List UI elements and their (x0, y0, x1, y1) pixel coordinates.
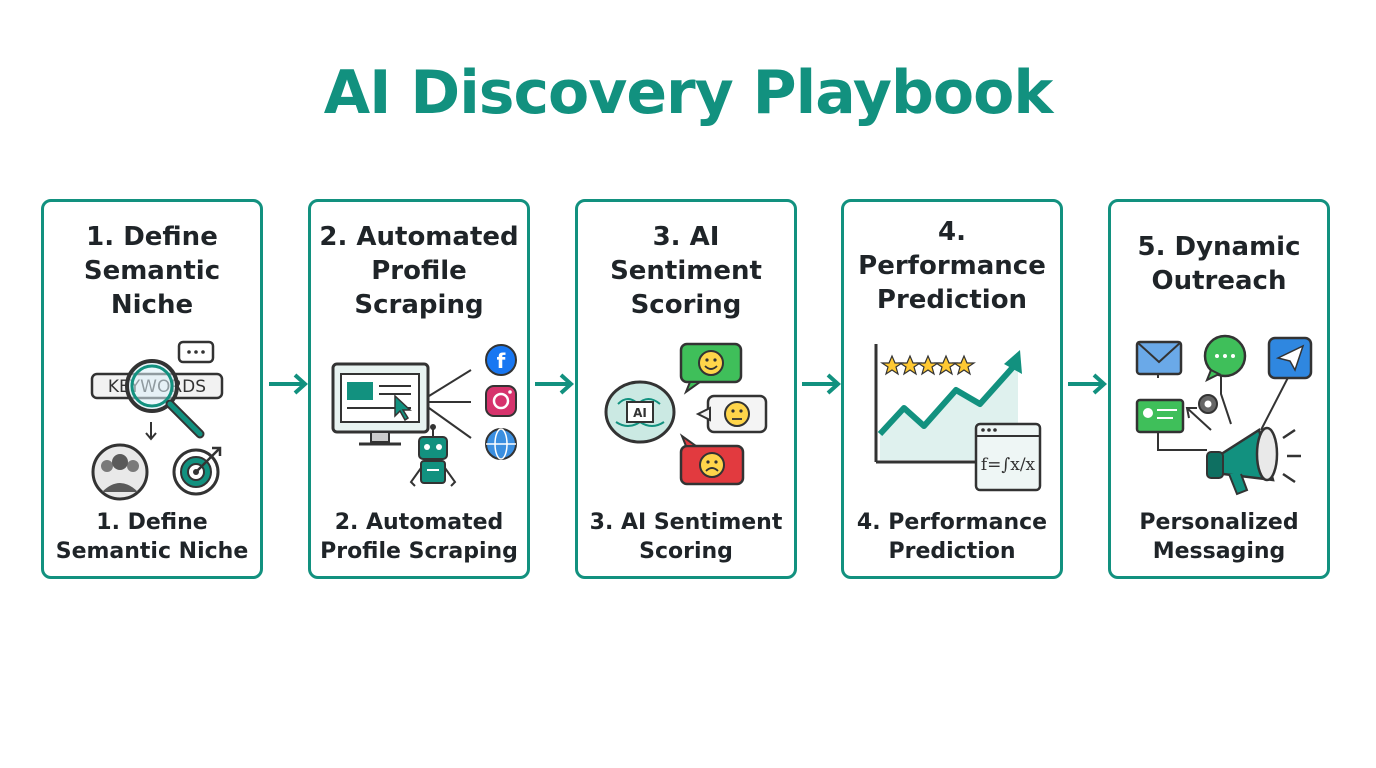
step-caption: 2. Automated Profile Scraping (320, 510, 518, 564)
send-icon (1267, 336, 1313, 380)
happy-bubble-icon (679, 342, 743, 395)
step-caption: 1. Define Semantic Niche (55, 510, 249, 564)
magnifier-icon (125, 359, 205, 439)
step-caption: 4. Performance Prediction (856, 510, 1048, 564)
step-heading: 4. Performance Prediction (858, 217, 1046, 315)
formula-window-icon: f=∫x/x (974, 422, 1042, 492)
step-heading: 5. Dynamic Outreach (1137, 232, 1301, 296)
neutral-bubble-icon (695, 394, 768, 434)
connector-lines (428, 369, 472, 439)
step-card-define-niche: 1. Define Semantic Niche KEYWORDS (41, 199, 263, 579)
step-heading: 3. AI Sentiment Scoring (610, 222, 762, 320)
step-card-performance-prediction: 4. Performance Prediction f=∫x/x (841, 199, 1063, 579)
cursor-icon (394, 394, 412, 422)
step-card-profile-scraping: 2. Automated Profile Scraping (308, 199, 530, 579)
arrow-right-icon (1068, 373, 1107, 395)
arrow-down-icon (145, 422, 157, 441)
chat-bubble-icon (177, 340, 215, 364)
star-rating-icon (880, 354, 976, 376)
svg-text:f: f (497, 349, 506, 373)
keyword-search-illustration: KEYWORDS (44, 334, 266, 504)
arrow-right-icon (269, 373, 308, 395)
step-card-dynamic-outreach: 5. Dynamic Outreach (1108, 199, 1330, 579)
profile-card-icon (1135, 398, 1185, 434)
arrow-right-icon (802, 373, 841, 395)
step-card-sentiment-scoring: 3. AI Sentiment Scoring AI (575, 199, 797, 579)
step-heading: 2. Automated Profile Scraping (319, 222, 519, 320)
ai-brain-icon: AI (604, 380, 676, 444)
step-heading: 1. Define Semantic Niche (83, 222, 221, 320)
robot-icon (409, 424, 457, 487)
outreach-illustration (1111, 334, 1333, 504)
email-icon (1135, 340, 1183, 376)
prediction-chart-illustration: f=∫x/x (844, 334, 1066, 504)
ai-chip-label: AI (633, 406, 647, 420)
scraping-illustration: f (311, 334, 533, 504)
gear-icon (1198, 394, 1218, 414)
audience-group-icon (91, 443, 149, 501)
sentiment-illustration: AI (578, 334, 800, 504)
page-title: AI Discovery Playbook (323, 58, 1054, 128)
monitor-icon (331, 362, 430, 446)
step-caption: Personalized Messaging (1139, 510, 1299, 564)
megaphone-icon (1206, 426, 1301, 496)
angry-bubble-icon (679, 433, 745, 486)
globe-icon (485, 428, 517, 460)
facebook-icon: f (485, 344, 517, 376)
formula-text: f=∫x/x (981, 455, 1036, 475)
step-caption: 3. AI Sentiment Scoring (589, 510, 783, 564)
instagram-icon (485, 385, 517, 417)
arrow-right-icon (535, 373, 574, 395)
target-icon (172, 446, 222, 496)
chat-icon (1203, 334, 1247, 383)
